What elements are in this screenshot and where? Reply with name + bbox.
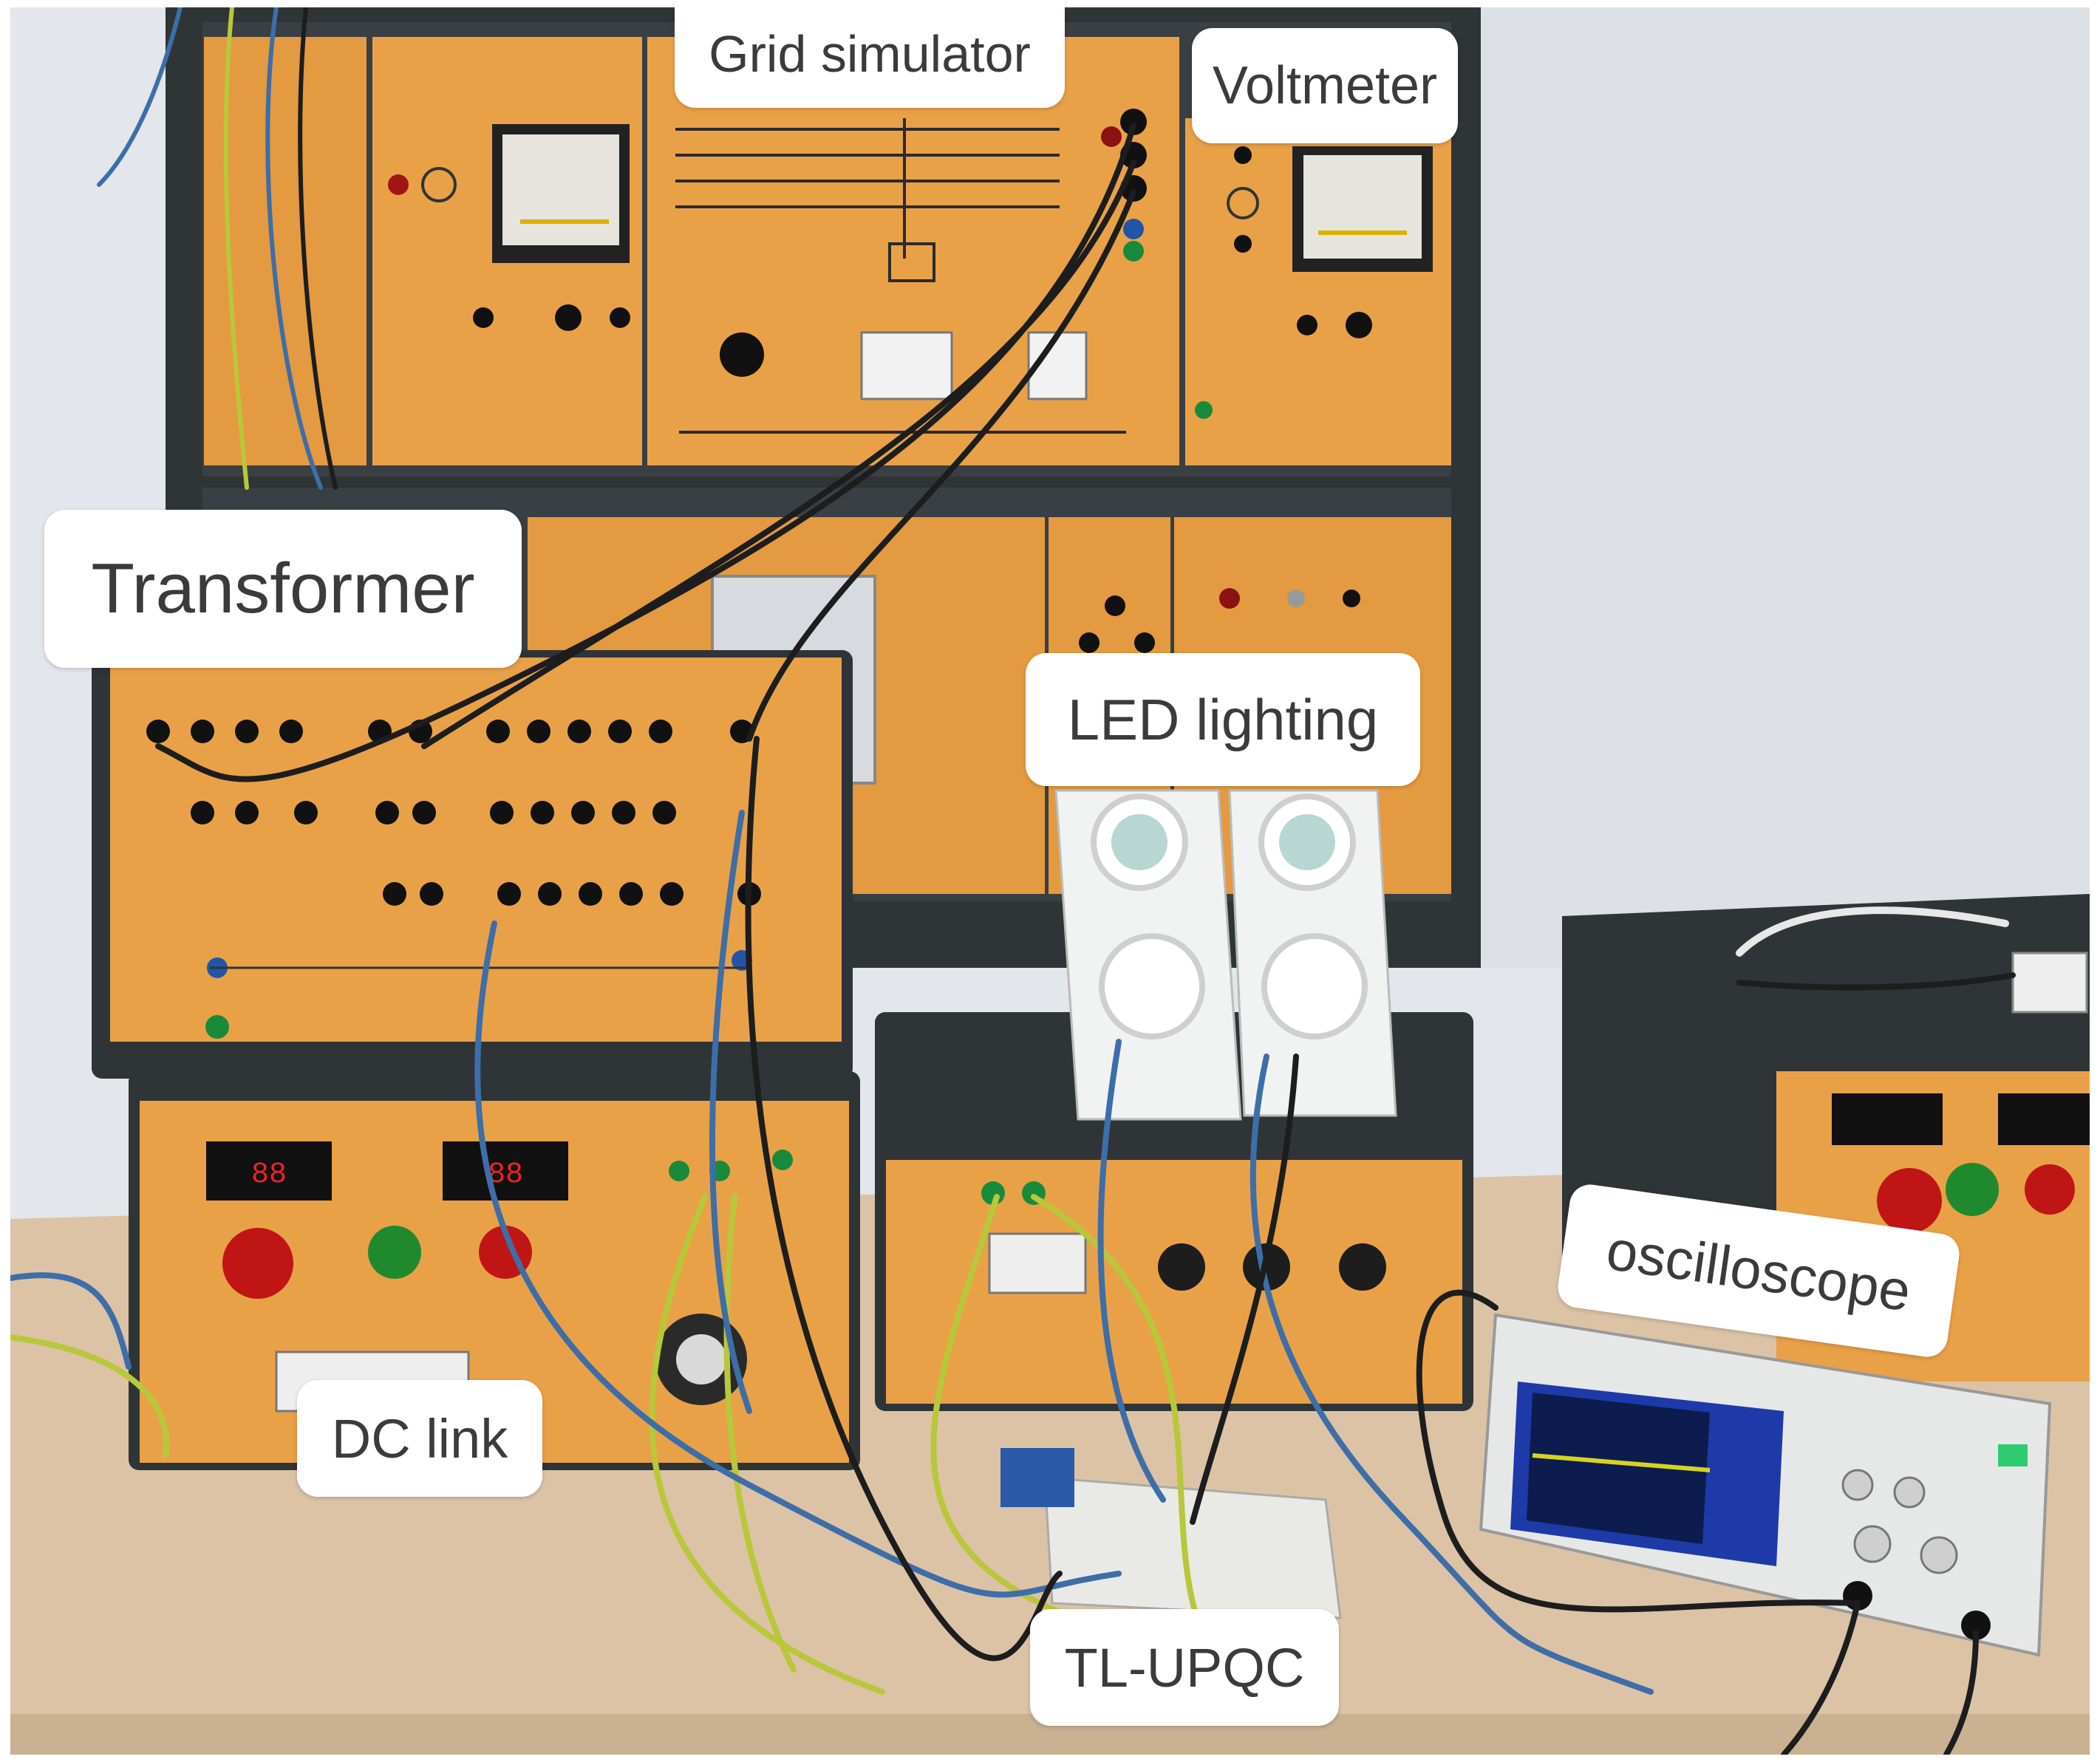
label-grid-simulator: Grid simulator — [675, 0, 1065, 108]
label-tl-upqc: TL-UPQC — [1030, 1609, 1339, 1726]
top-panels — [204, 37, 1451, 465]
label-dc-link: DC link — [297, 1380, 542, 1497]
label-voltmeter: Voltmeter — [1192, 28, 1458, 143]
lab-photo: 88 88 — [10, 7, 2090, 1755]
oscilloscope-device — [1479, 1313, 2052, 1657]
panel-terminals — [204, 37, 367, 465]
label-transformer: Transformer — [44, 510, 522, 668]
label-led-lighting: LED lighting — [1026, 653, 1420, 786]
wires — [10, 7, 2016, 1755]
svg-text:88: 88 — [251, 1158, 287, 1192]
breadboard — [1000, 1448, 1342, 1619]
led-lamps — [1054, 789, 1397, 1121]
